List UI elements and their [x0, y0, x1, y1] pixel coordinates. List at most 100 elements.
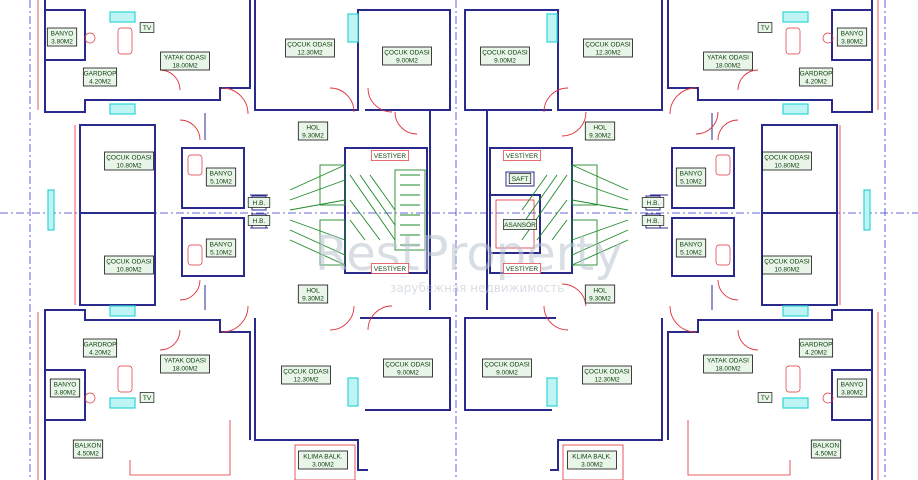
- room-label-box: [298, 450, 348, 470]
- room-area: 4.20M2: [805, 350, 827, 357]
- room-name: BALKON: [75, 443, 102, 450]
- room-area: 10.80M2: [774, 163, 800, 170]
- tag-text: TV: [143, 25, 152, 32]
- tag-tv-4: TV: [757, 392, 773, 403]
- room-label-box: [798, 67, 834, 87]
- room-name: BANYO: [51, 31, 74, 38]
- room-area: 3.00M2: [312, 462, 334, 469]
- room-label-box: [703, 354, 753, 374]
- tag-text: H.B.: [253, 218, 266, 225]
- tag-hb-3: H.B.: [641, 197, 665, 208]
- tag-text: TV: [761, 395, 770, 402]
- tag-tv-2: TV: [757, 22, 773, 33]
- room-name: YATAK ODASI: [707, 358, 749, 365]
- room-area: 3.80M2: [841, 390, 863, 397]
- room-name: ÇOCUK ODASI: [106, 155, 152, 162]
- room-area: 9.00M2: [396, 58, 418, 65]
- tag-box: [247, 197, 271, 208]
- room-label-box: [205, 167, 237, 187]
- room-name: GARDROP: [800, 342, 833, 349]
- room-area: 4.20M2: [805, 79, 827, 86]
- tag-text: H.B.: [253, 200, 266, 207]
- room-area: 9.00M2: [496, 370, 518, 377]
- room-label-box: [480, 46, 530, 66]
- room-label-box: [104, 255, 154, 275]
- room-area: 3.80M2: [54, 390, 76, 397]
- room-area: 3.80M2: [841, 39, 863, 46]
- room-area: 5.10M2: [210, 250, 232, 257]
- room-name: ÇOCUK ODASI: [287, 42, 333, 49]
- room-name: ÇOCUK ODASI: [106, 259, 152, 266]
- tag-labels: VESTİYERVESTİYERVESTİYERVESTİYERSAFTASAN…: [139, 22, 773, 403]
- room-name: HOL: [593, 125, 607, 132]
- room-name: BANYO: [680, 171, 703, 178]
- room-area: 18.00M2: [715, 63, 741, 70]
- room-area: 5.10M2: [680, 250, 702, 257]
- room-name: ÇOCUK ODASI: [764, 155, 810, 162]
- room-label-box: [582, 365, 632, 385]
- room-label-box: [297, 284, 329, 304]
- room-label-box: [297, 121, 329, 141]
- room-name: BANYO: [54, 382, 77, 389]
- room-area: 10.80M2: [116, 163, 142, 170]
- room-label-box: [798, 338, 834, 358]
- room-area: 12.30M2: [595, 50, 621, 57]
- room-area: 9.00M2: [494, 58, 516, 65]
- stairs: [289, 164, 629, 266]
- room-label-box: [104, 151, 154, 171]
- room-area: 18.00M2: [715, 366, 741, 373]
- room-name: GARDROP: [800, 71, 833, 78]
- tag-text: TV: [761, 25, 770, 32]
- room-area: 4.20M2: [89, 79, 111, 86]
- tag-hb-2: H.B.: [247, 215, 271, 226]
- room-label-box: [82, 338, 118, 358]
- room-name: BANYO: [841, 31, 864, 38]
- room-area: 12.30M2: [297, 50, 323, 57]
- room-label-box: [567, 450, 617, 470]
- door-swings: [159, 69, 759, 351]
- room-name: HOL: [306, 288, 320, 295]
- room-area: 10.80M2: [116, 267, 142, 274]
- room-area: 9.30M2: [589, 296, 611, 303]
- room-label-box: [160, 51, 210, 71]
- room-label-box: [675, 238, 707, 258]
- room-name: YATAK ODASI: [164, 55, 206, 62]
- room-area: 4.50M2: [815, 451, 837, 458]
- tag-asansor: ASANSÖR: [503, 219, 538, 230]
- tag-box: [508, 173, 532, 184]
- room-area: 9.00M2: [397, 370, 419, 377]
- room-label-box: [49, 378, 81, 398]
- room-label-box: [205, 238, 237, 258]
- room-label-box: [285, 38, 335, 58]
- room-area: 3.80M2: [51, 39, 73, 46]
- tag-box: [247, 215, 271, 226]
- tag-hb-1: H.B.: [247, 197, 271, 208]
- room-area: 4.50M2: [77, 451, 99, 458]
- room-label-box: [762, 151, 812, 171]
- room-area: 18.00M2: [172, 63, 198, 70]
- room-name: ÇOCUK ODASI: [585, 42, 631, 49]
- room-name: ÇOCUK ODASI: [764, 259, 810, 266]
- tag-vestiyer-2: VESTİYER: [371, 263, 409, 274]
- watermark: RestProperty зарубежная недвижимость: [315, 226, 623, 295]
- tag-text: VESTİYER: [374, 151, 406, 160]
- tag-text: VESTİYER: [506, 151, 538, 160]
- room-name: KLIMA BALK.: [303, 454, 343, 461]
- room-area: 9.30M2: [302, 296, 324, 303]
- room-name: GARDROP: [84, 71, 117, 78]
